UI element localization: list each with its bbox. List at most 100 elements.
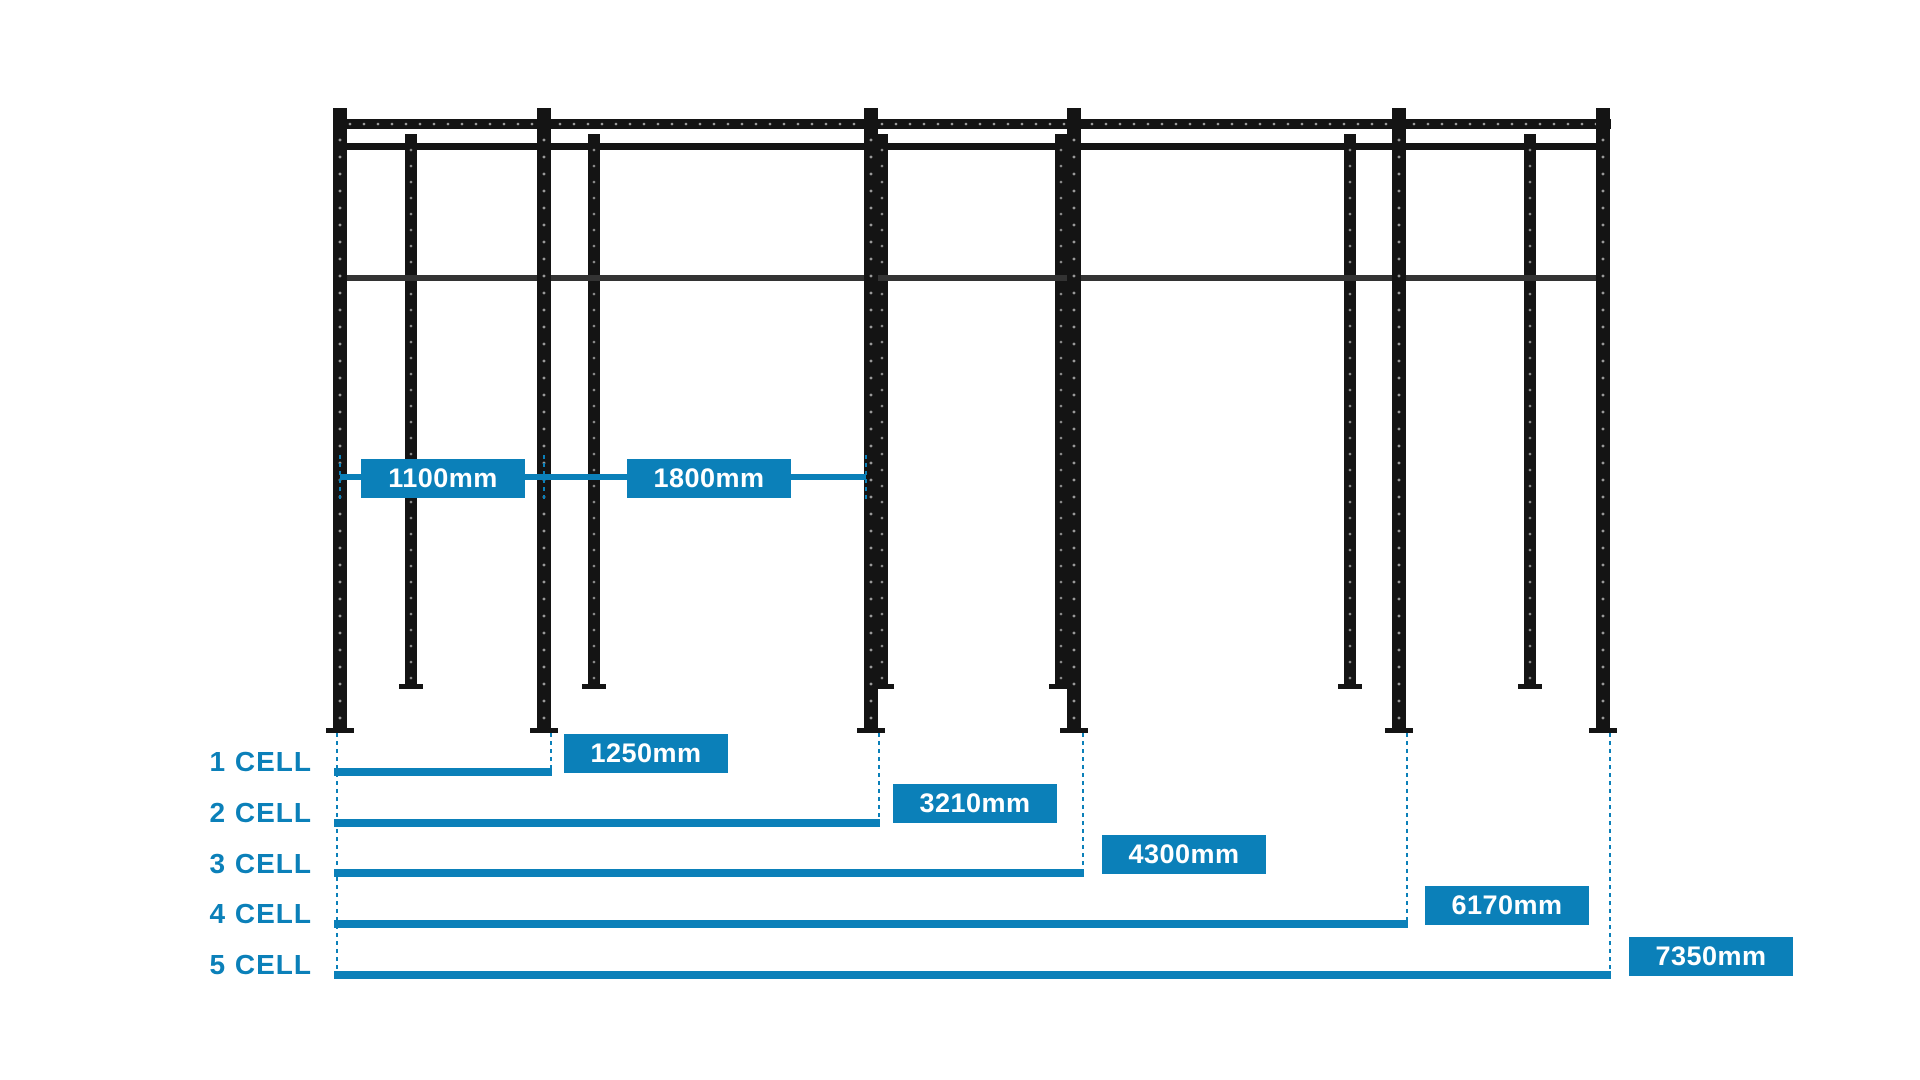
- upright-hole: [1348, 228, 1352, 232]
- upright-hole: [880, 340, 884, 344]
- upright-hole: [1348, 676, 1352, 680]
- beam-hole: [1202, 122, 1206, 126]
- upright-hole: [869, 359, 873, 363]
- beam-hole: [1426, 122, 1430, 126]
- upright-hole: [1601, 682, 1605, 686]
- beam-hole: [390, 122, 394, 126]
- upright-hole: [1059, 452, 1063, 456]
- upright-hole: [1072, 206, 1076, 210]
- beam-hole: [1244, 122, 1248, 126]
- beam-hole: [824, 122, 828, 126]
- upright-hole: [338, 206, 342, 210]
- upright-hole: [1601, 359, 1605, 363]
- beam-hole: [1510, 122, 1514, 126]
- upright-hole: [542, 376, 546, 380]
- beam-hole: [516, 122, 520, 126]
- upright-hole: [880, 532, 884, 536]
- length-bar: [334, 768, 552, 776]
- top-dimension-line: [340, 474, 866, 480]
- upright-hole: [1528, 324, 1532, 328]
- upright-hole: [1601, 648, 1605, 652]
- upright-hole: [409, 356, 413, 360]
- upright-hole: [1397, 597, 1401, 601]
- upright-hole: [1059, 644, 1063, 648]
- upright-hole: [1059, 564, 1063, 568]
- upright-hole: [1397, 444, 1401, 448]
- upright-hole: [1072, 682, 1076, 686]
- upright-hole: [869, 376, 873, 380]
- upright-hole: [1601, 478, 1605, 482]
- upright-hole: [1348, 244, 1352, 248]
- upright-hole: [542, 240, 546, 244]
- upright-hole: [1528, 516, 1532, 520]
- upright-hole: [338, 699, 342, 703]
- upright-hole: [869, 410, 873, 414]
- upright-hole: [542, 444, 546, 448]
- upright-hole: [1528, 388, 1532, 392]
- upright-hole: [1059, 468, 1063, 472]
- beam-hole: [348, 122, 352, 126]
- upright-hole: [1348, 436, 1352, 440]
- upright-hole: [1397, 342, 1401, 346]
- beam-hole: [1328, 122, 1332, 126]
- upright-hole: [1528, 644, 1532, 648]
- upright-hole: [409, 180, 413, 184]
- beam-hole: [1216, 122, 1220, 126]
- upright-hole: [1528, 548, 1532, 552]
- upright-hole: [409, 644, 413, 648]
- beam-hole: [502, 122, 506, 126]
- beam-hole: [894, 122, 898, 126]
- upright-hole: [1072, 376, 1076, 380]
- upright-hole: [1528, 404, 1532, 408]
- upright-hole: [1528, 468, 1532, 472]
- upright-hole: [338, 393, 342, 397]
- rear-foot-plate: [1518, 684, 1542, 689]
- upright-hole: [1348, 564, 1352, 568]
- upright-hole: [1072, 240, 1076, 244]
- upright-hole: [1528, 244, 1532, 248]
- upright-hole: [1059, 596, 1063, 600]
- upright-hole: [1528, 292, 1532, 296]
- upright-hole: [542, 529, 546, 533]
- upright-hole: [1601, 172, 1605, 176]
- beam-hole: [1146, 122, 1150, 126]
- upright-hole: [1601, 189, 1605, 193]
- rear-upright: [1344, 134, 1356, 686]
- upright-hole: [1397, 478, 1401, 482]
- upright-hole: [1601, 580, 1605, 584]
- upright-hole: [1059, 212, 1063, 216]
- upright-hole: [1072, 189, 1076, 193]
- beam-hole: [978, 122, 982, 126]
- upright-hole: [409, 260, 413, 264]
- upright-hole: [592, 580, 596, 584]
- beam-hole: [1412, 122, 1416, 126]
- upright-hole: [1348, 372, 1352, 376]
- upright-hole: [1072, 478, 1076, 482]
- upright-hole: [1397, 427, 1401, 431]
- beam-hole: [1048, 122, 1052, 126]
- beam-hole: [1384, 122, 1388, 126]
- upright-hole: [542, 716, 546, 720]
- upright-hole: [338, 546, 342, 550]
- rear-foot-plate: [870, 684, 894, 689]
- upright-hole: [1397, 376, 1401, 380]
- upright-hole: [1601, 631, 1605, 635]
- upright-hole: [409, 308, 413, 312]
- beam-hole: [558, 122, 562, 126]
- beam-hole: [922, 122, 926, 126]
- upright-hole: [592, 292, 596, 296]
- rear-foot-plate: [582, 684, 606, 689]
- upright-hole: [880, 516, 884, 520]
- upright-hole: [1059, 196, 1063, 200]
- upright-hole: [880, 372, 884, 376]
- upright-hole: [592, 548, 596, 552]
- upright-hole: [338, 325, 342, 329]
- upright-hole: [1397, 172, 1401, 176]
- upright-hole: [542, 563, 546, 567]
- upright-hole: [880, 420, 884, 424]
- upright-hole: [1601, 563, 1605, 567]
- beam-hole: [852, 122, 856, 126]
- upright-hole: [869, 580, 873, 584]
- cell-label-3: 3 CELL: [209, 848, 312, 879]
- rear-upright: [1055, 134, 1067, 686]
